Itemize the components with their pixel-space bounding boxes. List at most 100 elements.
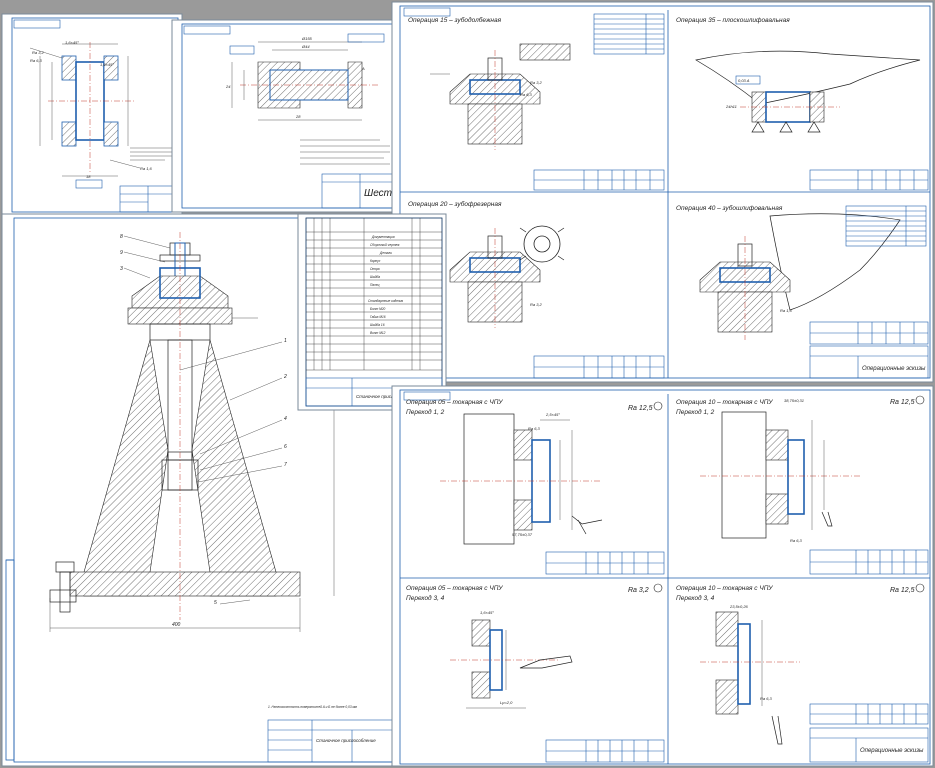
op35-mode-table	[809, 169, 929, 191]
svg-text:Ra 6,3: Ra 6,3	[30, 58, 43, 63]
op15-sketch: Операция 15 – зубодолбежная Ra 3,2 Ra 6,…	[408, 16, 571, 150]
op05-transition-a: Переход 1, 2	[406, 408, 445, 416]
op05-mode-table-b	[545, 739, 665, 763]
callout-7: 7	[284, 462, 287, 468]
callout-5: 5	[214, 600, 217, 606]
svg-text:Ra 3,2: Ra 3,2	[530, 80, 543, 85]
op20-title: Операция 20 – зубофрезерная	[408, 200, 502, 208]
svg-text:Lp=2,0: Lp=2,0	[500, 700, 513, 705]
spec-title: Станочное приспособление	[356, 394, 416, 399]
op05-sketch-a: Операция 05 – токарная с ЧПУ Переход 1, …	[406, 399, 663, 545]
svg-text:1,6×45°: 1,6×45°	[100, 62, 114, 67]
spec-row-4: Шайба	[370, 275, 380, 279]
op40-sketch: Операция 40 – зубошлифовальная Ra 1,6	[676, 204, 901, 340]
svg-text:57,75±0,37: 57,75±0,37	[512, 532, 533, 537]
roughness-2: Ra 12,5	[890, 399, 915, 406]
spec-section-standard: Стандартные изделия	[368, 299, 403, 303]
op35-title: Операция 35 – плоскошлифовальная	[676, 17, 790, 24]
svg-text:24h11: 24h11	[725, 104, 737, 109]
roughness-1: Ra 12,5	[628, 405, 653, 412]
svg-text:Ra 3,2: Ra 3,2	[530, 302, 543, 307]
title-block-3: Операционные эскизы	[809, 345, 929, 379]
svg-text:Ra 3,2: Ra 3,2	[32, 50, 45, 55]
roughness-4: Ra 12,5	[890, 587, 915, 594]
svg-text:38,75±0,31: 38,75±0,31	[784, 398, 804, 403]
ops-title-bottom: Операционные эскизы	[860, 748, 924, 754]
op05-mode-table-a	[545, 551, 665, 575]
op05-transition-b: Переход 3, 4	[406, 594, 445, 602]
op10-mode-table-b	[809, 703, 929, 725]
spec-row-6: Болт М20	[370, 307, 386, 311]
callout-2: 2	[283, 374, 287, 380]
svg-text:18: 18	[86, 174, 91, 179]
sheet-specification: Документация Сборочный чертеж Детали Кор…	[297, 213, 447, 411]
sheet-operations-top: Операция 15 – зубодолбежная Ra 3,2 Ra 6,…	[391, 1, 934, 383]
op10-sketch-a: Операция 10 – токарная с ЧПУ Переход 1, …	[676, 395, 925, 543]
svg-text:Ra 6,3: Ra 6,3	[790, 538, 803, 543]
op10-title-b: Операция 10 – токарная с ЧПУ	[676, 585, 773, 592]
callout-3: 3	[120, 266, 123, 272]
svg-text:Ø155: Ø155	[301, 36, 313, 41]
callout-4: 4	[284, 416, 287, 422]
op40-mode-table	[809, 321, 929, 345]
svg-text:A: A	[361, 66, 365, 71]
sheet-shaft-drawing: Ø155 Ø44 28 24 A Шестерня	[171, 19, 415, 213]
sheet-part-drawing: 1,6×45° Ra 3,2 Ra 6,3 18 1,6×45° Ra 1,6	[1, 13, 183, 217]
roughness-3: Ra 3,2	[628, 587, 649, 594]
svg-text:0,03 A: 0,03 A	[738, 78, 750, 83]
spec-row-3: Опора	[370, 267, 380, 271]
callout-1: 1	[284, 338, 287, 344]
svg-text:Ø44: Ø44	[301, 44, 310, 49]
gear-notes	[130, 147, 172, 161]
sheet-operations-bottom: Операция 05 – токарная с ЧПУ Переход 1, …	[391, 385, 934, 767]
callout-8: 8	[120, 234, 123, 240]
svg-text:Ra 6,3: Ra 6,3	[528, 426, 541, 431]
op20-sketch: Операция 20 – зубофрезерная Ra 3,2	[408, 200, 565, 328]
svg-text:1,6×45°: 1,6×45°	[480, 610, 494, 615]
op05-title-a: Операция 05 – токарная с ЧПУ	[406, 399, 503, 406]
shaft-notes	[300, 139, 390, 165]
svg-text:23,5±0,26: 23,5±0,26	[729, 604, 749, 609]
svg-text:Ra 1,6: Ra 1,6	[780, 308, 793, 313]
ring-section-drawing: Ø155 Ø44 28 24 A	[225, 33, 385, 121]
op40-table	[845, 205, 927, 247]
svg-text:Ra 1,6: Ra 1,6	[140, 166, 153, 171]
spec-section-parts: Детали	[379, 251, 392, 255]
gear-section-drawing: 1,6×45° Ra 3,2 Ra 6,3 18 1,6×45° Ra 1,6	[29, 40, 153, 189]
op10-transition-b: Переход 3, 4	[676, 594, 715, 602]
spec-row-8: Шайба 16	[370, 323, 385, 327]
callout-6: 6	[284, 444, 287, 450]
callout-9: 9	[120, 250, 123, 256]
svg-text:28: 28	[295, 114, 301, 119]
op15-title: Операция 15 – зубодолбежная	[408, 16, 502, 24]
svg-text:Ra 6,3: Ra 6,3	[520, 92, 533, 97]
op15-mode-table	[533, 169, 665, 191]
spec-row-7: Гайка М16	[370, 315, 386, 319]
spec-section-docs: Документация	[371, 235, 395, 239]
title-block-6: Операционные эскизы	[809, 727, 929, 763]
op05-sketch-b: Операция 05 – токарная с ЧПУ Переход 3, …	[406, 583, 663, 709]
op10-transition-a: Переход 1, 2	[676, 408, 715, 416]
svg-text:24: 24	[225, 84, 231, 89]
svg-text:2,5×45°: 2,5×45°	[545, 412, 560, 417]
op15-table	[593, 13, 665, 55]
op10-sketch-b: Операция 10 – токарная с ЧПУ Переход 3, …	[676, 583, 925, 745]
op40-title: Операция 40 – зубошлифовальная	[676, 204, 783, 212]
fixture-dimension: 400	[172, 622, 181, 628]
spec-row-1: Сборочный чертеж	[370, 243, 400, 247]
fixture-title: Станочное приспособление	[316, 738, 376, 743]
ops-title-top: Операционные эскизы	[862, 366, 926, 372]
op10-mode-table-a	[809, 549, 929, 575]
gear-title: Шестерня	[364, 188, 415, 199]
op05-title-b: Операция 05 – токарная с ЧПУ	[406, 585, 503, 592]
spec-row-2: Корпус	[370, 259, 381, 263]
svg-text:Ra 6,3: Ra 6,3	[760, 696, 773, 701]
svg-text:1,6×45°: 1,6×45°	[65, 40, 79, 45]
op20-mode-table	[533, 355, 665, 379]
spec-row-5: Палец	[370, 283, 380, 287]
op10-title-a: Операция 10 – токарная с ЧПУ	[676, 399, 773, 406]
op35-sketch: Операция 35 – плоскошлифовальная 0,03 A …	[676, 17, 921, 133]
spec-row-9: Винт М12	[370, 331, 386, 335]
spec-table: Документация Сборочный чертеж Детали Кор…	[305, 217, 443, 407]
